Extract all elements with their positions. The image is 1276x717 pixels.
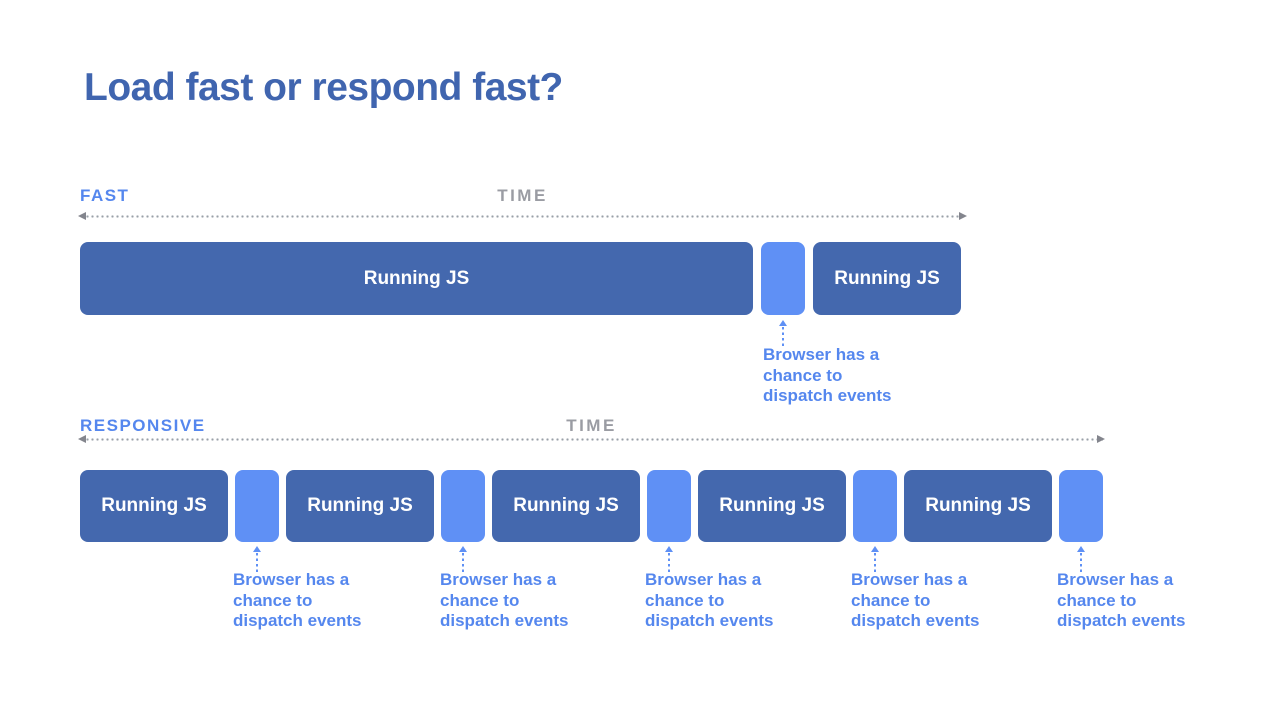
running-js-bar: Running JS [286,470,434,542]
running-js-label: Running JS [719,495,825,516]
idle-gap-block [235,470,279,542]
annotation-line: chance to [233,590,313,610]
running-js-label: Running JS [925,495,1031,516]
running-js-bar: Running JS [904,470,1052,542]
running-js-bar: Running JS [813,242,961,315]
annotation-line: dispatch events [645,611,774,630]
running-js-bar: Running JS [80,242,753,315]
annotation-line: chance to [645,590,725,610]
annotation-line: dispatch events [233,611,362,630]
up-arrow-icon [1074,546,1088,573]
idle-gap-block [1059,470,1103,542]
annotation-text: Browser has a chance to dispatch events [851,570,1026,632]
annotation-line: Browser has a [851,570,968,589]
annotation-line: chance to [440,590,520,610]
axis-arrow-right-icon [1097,435,1105,443]
annotation-line: Browser has a [645,570,762,589]
annotation-text: Browser has a chance to dispatch events [645,570,820,632]
up-arrow-icon [456,546,470,573]
running-js-bar: Running JS [698,470,846,542]
responsive-time-axis [78,435,1105,443]
running-js-bar: Running JS [492,470,640,542]
axis-arrow-right-icon [959,212,967,220]
running-js-label: Running JS [513,495,619,516]
fast-section-label: FAST [80,186,130,205]
running-js-label: Running JS [101,495,207,516]
up-arrow-icon [776,320,790,347]
annotation-line: chance to [1057,590,1137,610]
up-arrow-icon [250,546,264,573]
responsive-time-label: TIME [566,416,617,435]
annotation-line: chance to [763,365,843,385]
fast-bars-row: Running JS Running JS [80,242,961,315]
annotation-line: dispatch events [763,386,892,405]
annotation-line: dispatch events [440,611,569,630]
annotation-text: Browser has a chance to dispatch events [440,570,615,632]
fast-time-axis [78,212,967,220]
up-arrow-icon [662,546,676,573]
up-arrow-icon [868,546,882,573]
annotation-line: Browser has a [233,570,350,589]
axis-arrow-left-icon [78,435,86,443]
annotation-text: Browser has a chance to dispatch events [233,570,408,632]
idle-gap-block [853,470,897,542]
running-js-label: Running JS [834,267,940,289]
annotation-text: Browser has a chance to dispatch events [763,345,938,407]
idle-gap-block [761,242,805,315]
running-js-bar: Running JS [80,470,228,542]
annotation-text: Browser has a chance to dispatch events [1057,570,1232,632]
idle-gap-block [647,470,691,542]
slide-title: Load fast or respond fast? [84,66,563,109]
annotation-line: Browser has a [440,570,557,589]
idle-gap-block [441,470,485,542]
running-js-label: Running JS [363,267,470,289]
annotation-line: dispatch events [851,611,980,630]
annotation-line: chance to [851,590,931,610]
fast-time-label: TIME [497,186,548,205]
annotation-line: dispatch events [1057,611,1186,630]
annotation-line: Browser has a [763,345,880,364]
responsive-section-label: RESPONSIVE [80,416,206,435]
annotation-line: Browser has a [1057,570,1174,589]
responsive-bars-row: Running JS Running JS Running JS Running… [80,470,1103,542]
axis-arrow-left-icon [78,212,86,220]
running-js-label: Running JS [307,495,413,516]
